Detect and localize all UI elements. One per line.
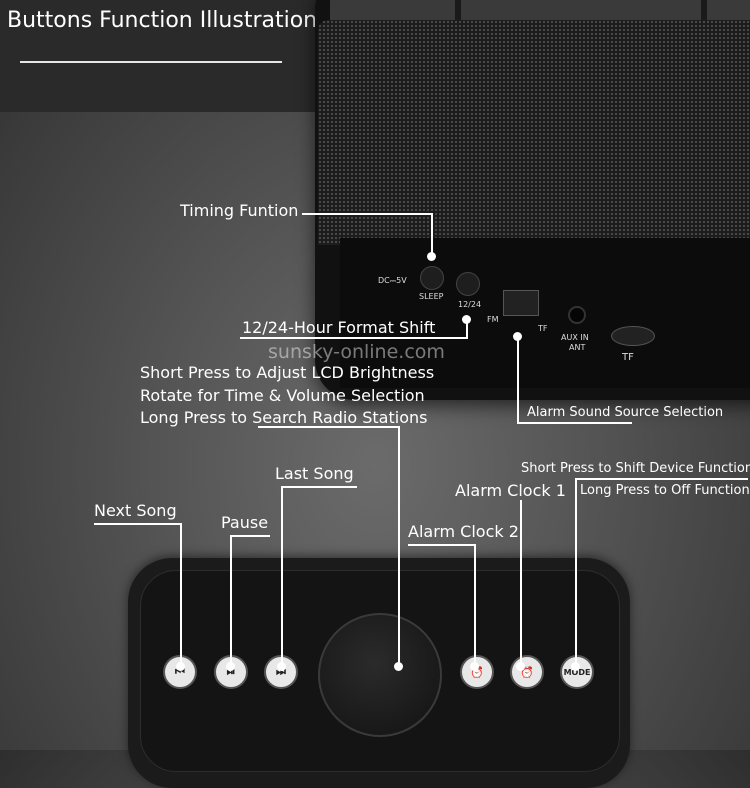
last-song-label: Last Song (275, 464, 354, 483)
alarm-clock-2-label: Alarm Clock 2 (408, 522, 519, 541)
watermark: sunsky-online.com (268, 341, 445, 363)
format-label: 12/24 (458, 300, 482, 309)
knob-label-line2: Rotate for Time & Volume Selection (140, 386, 425, 405)
pause-leader-dot (226, 662, 235, 671)
mode-leader-v (575, 478, 577, 664)
alarm1-leader-v (520, 500, 522, 664)
source-leader-dot (513, 332, 522, 341)
tf-mode-label: TF (538, 324, 548, 333)
alarm-source-label: Alarm Sound Source Selection (527, 405, 724, 420)
knob-label-line3: Long Press to Search Radio Stations (140, 408, 428, 427)
alarm2-leader-v (474, 544, 476, 664)
sleep-label: SLEEP (419, 292, 444, 301)
next-leader-v (180, 523, 182, 664)
timing-function-label: Timing Funtion (180, 201, 299, 220)
tf-card-slot[interactable] (611, 326, 655, 346)
tf-label: TF (622, 352, 634, 363)
timing-leader-h (302, 213, 432, 215)
fm-label: FM (487, 315, 499, 324)
pause-button[interactable]: ⏯ (214, 655, 248, 689)
alarm-clock-2-button[interactable]: ⏰ (460, 655, 494, 689)
speaker-grille (318, 20, 750, 245)
format-button[interactable] (456, 272, 480, 296)
last-leader-h (281, 486, 357, 488)
speaker-control-panel (340, 238, 750, 388)
knob-leader-dot (394, 662, 403, 671)
knob-label-line1: Short Press to Adjust LCD Brightness (140, 363, 435, 382)
mode-button[interactable]: MODE (560, 655, 594, 689)
mode-leader-dot (571, 662, 580, 671)
rotary-knob[interactable] (318, 613, 442, 737)
alarm1-leader-dot (516, 662, 525, 671)
page-title: Buttons Function Illustration (7, 8, 318, 33)
mode-label-line2: Long Press to Off Functions (580, 483, 750, 498)
alarm2-leader-dot (470, 662, 479, 671)
next-song-label: Next Song (94, 501, 177, 520)
format-leader-dot (462, 315, 471, 324)
knob-leader-h (258, 426, 400, 428)
timing-leader-dot (427, 252, 436, 261)
title-underline (20, 61, 282, 63)
mode-leader-h (576, 478, 748, 480)
pause-label: Pause (221, 513, 269, 532)
title-panel (0, 0, 320, 112)
knob-leader-v (398, 426, 400, 666)
next-leader-h (94, 523, 182, 525)
alarm-source-switch[interactable] (503, 290, 539, 316)
format-leader-h (240, 337, 468, 339)
last-leader-dot (277, 662, 286, 671)
source-leader-h (517, 422, 632, 424)
aux-jack[interactable] (568, 306, 586, 324)
aux-label: AUX IN (561, 333, 589, 342)
alarm-clock-1-label: Alarm Clock 1 (455, 481, 566, 500)
format-shift-label: 12/24-Hour Format Shift (242, 318, 436, 337)
alarm-clock-1-button[interactable]: ⏰ (510, 655, 544, 689)
ant-label: ANT (569, 343, 586, 352)
next-leader-dot (176, 662, 185, 671)
alarm2-leader-h (408, 544, 476, 546)
timing-leader-v (431, 213, 433, 257)
format-leader-v (466, 320, 468, 339)
last-leader-v (281, 486, 283, 664)
mode-label-line1: Short Press to Shift Device Functions (521, 461, 750, 476)
dc-label: DC⎓5V (378, 276, 407, 285)
source-leader-v (517, 338, 519, 423)
sleep-button[interactable] (420, 266, 444, 290)
pause-leader-h (230, 535, 270, 537)
pause-leader-v (230, 535, 232, 664)
